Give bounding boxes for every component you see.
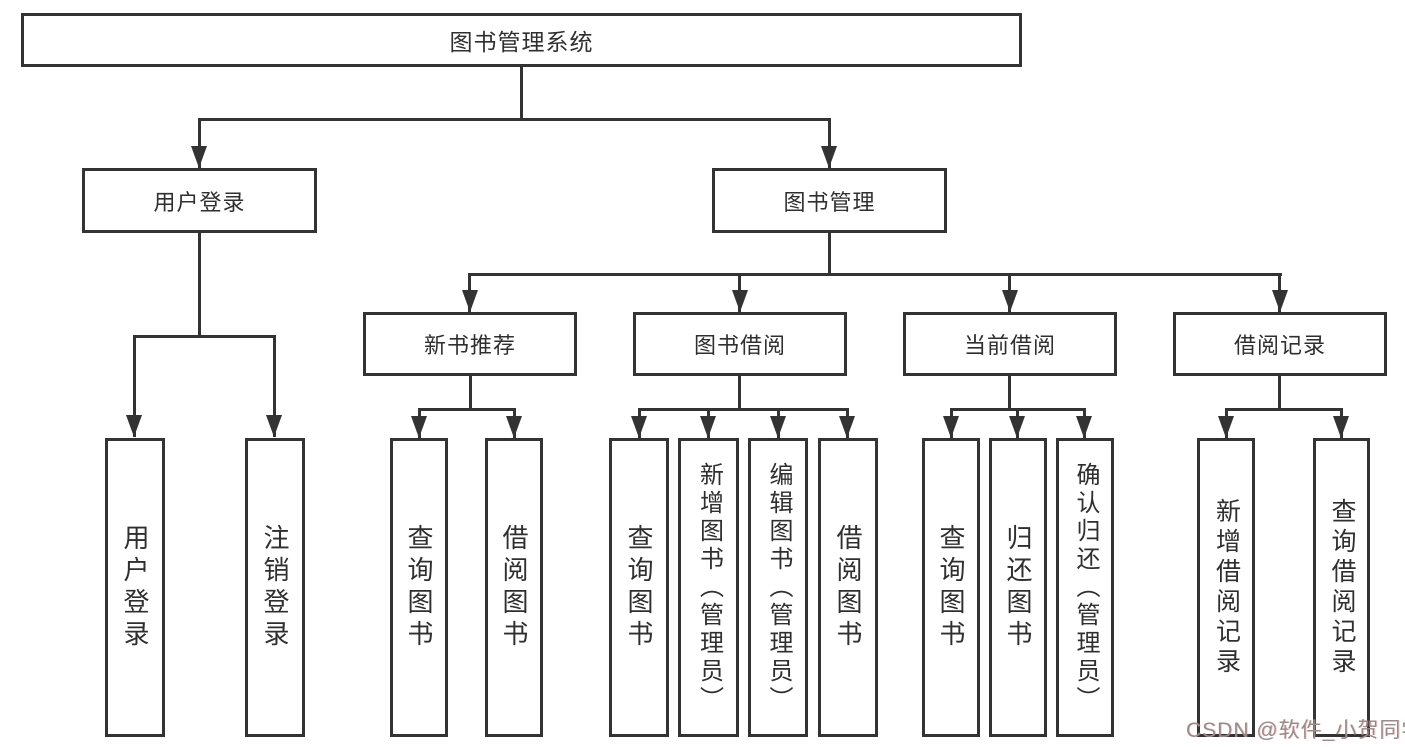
connector-line: [469, 376, 472, 408]
leaf-add-borrow-record: 新增借阅记录: [1197, 438, 1255, 737]
leaf-borrow-books-label: 借阅图书: [833, 523, 863, 652]
connector-line: [738, 376, 741, 408]
arrow-down-icon: [506, 416, 522, 438]
node-root-label: 图书管理系统: [449, 29, 594, 55]
leaf-add-borrow-record-label: 新增借阅记录: [1212, 497, 1241, 678]
node-user-login-label: 用户登录: [153, 189, 246, 215]
connector-line: [198, 233, 201, 335]
leaf-confirm-return-admin-label: 确认归还（管理员）: [1072, 461, 1099, 714]
connector-line: [828, 233, 831, 273]
arrow-down-icon: [191, 146, 207, 168]
node-user-login: 用户登录: [82, 168, 317, 233]
connector-line: [638, 408, 849, 411]
connector-line: [133, 335, 136, 437]
arrow-down-icon: [943, 416, 959, 438]
arrow-down-icon: [462, 290, 478, 312]
leaf-query-books-recommend-label: 查询图书: [404, 523, 434, 652]
leaf-logout-label: 注销登录: [260, 523, 290, 652]
leaf-edit-books-admin-label: 编辑图书（管理员）: [765, 461, 792, 714]
node-book-borrow: 图书借阅: [633, 312, 847, 376]
leaf-user-login: 用户登录: [105, 438, 165, 737]
arrow-down-icon: [266, 415, 282, 437]
arrow-down-icon: [821, 146, 837, 168]
connector-line: [1225, 408, 1343, 411]
arrow-down-icon: [126, 415, 142, 437]
node-new-book-recommend-label: 新书推荐: [423, 333, 516, 358]
connector-line: [273, 335, 276, 437]
node-borrow-records-label: 借阅记录: [1233, 333, 1326, 358]
node-current-borrow-label: 当前借阅: [963, 333, 1056, 358]
leaf-edit-books-admin: 编辑图书（管理员）: [748, 438, 808, 737]
arrow-down-icon: [1218, 416, 1234, 438]
leaf-return-books-label: 归还图书: [1003, 523, 1033, 652]
arrow-down-icon: [1272, 290, 1288, 312]
leaf-user-login-label: 用户登录: [120, 523, 150, 652]
leaf-borrow-books-recommend: 借阅图书: [485, 438, 543, 737]
arrow-down-icon: [732, 290, 748, 312]
leaf-query-borrow-record: 查询借阅记录: [1313, 438, 1370, 737]
leaf-add-books-admin: 新增图书（管理员）: [678, 438, 739, 737]
connector-line: [133, 335, 276, 338]
node-current-borrow: 当前借阅: [903, 312, 1117, 376]
arrow-down-icon: [839, 416, 855, 438]
arrow-down-icon: [411, 416, 427, 438]
arrow-down-icon: [1009, 416, 1025, 438]
connector-line: [1008, 376, 1011, 408]
arrow-down-icon: [1002, 290, 1018, 312]
leaf-confirm-return-admin: 确认归还（管理员）: [1056, 438, 1114, 737]
connector-line: [198, 118, 831, 121]
leaf-return-books: 归还图书: [989, 438, 1047, 737]
connector-line: [198, 118, 201, 168]
leaf-query-books-borrow-label: 查询图书: [624, 523, 654, 652]
leaf-query-books-current: 查询图书: [922, 438, 980, 737]
node-borrow-records: 借阅记录: [1173, 312, 1387, 376]
arrow-down-icon: [1076, 416, 1092, 438]
arrow-down-icon: [1333, 416, 1349, 438]
node-root: 图书管理系统: [21, 13, 1022, 67]
leaf-add-books-admin-label: 新增图书（管理员）: [695, 461, 723, 714]
arrow-down-icon: [631, 416, 647, 438]
node-new-book-recommend: 新书推荐: [363, 312, 577, 376]
connector-line: [418, 408, 516, 411]
arrow-down-icon: [700, 416, 716, 438]
leaf-query-books-borrow: 查询图书: [609, 438, 669, 737]
node-book-borrow-label: 图书借阅: [693, 333, 786, 358]
node-book-management: 图书管理: [712, 168, 947, 233]
leaf-borrow-books-recommend-label: 借阅图书: [499, 523, 529, 652]
leaf-logout: 注销登录: [245, 438, 305, 737]
node-book-management-label: 图书管理: [783, 189, 876, 215]
connector-line: [520, 67, 523, 118]
connector-line: [468, 273, 1282, 276]
connector-line: [828, 118, 831, 168]
leaf-query-books-recommend: 查询图书: [390, 438, 448, 737]
csdn-watermark: CSDN @软件_小贺同学: [1186, 719, 1405, 742]
leaf-query-books-current-label: 查询图书: [936, 523, 966, 652]
leaf-query-borrow-record-label: 查询借阅记录: [1328, 497, 1356, 678]
arrow-down-icon: [770, 416, 786, 438]
connector-line: [1278, 376, 1281, 408]
leaf-borrow-books: 借阅图书: [818, 438, 878, 737]
